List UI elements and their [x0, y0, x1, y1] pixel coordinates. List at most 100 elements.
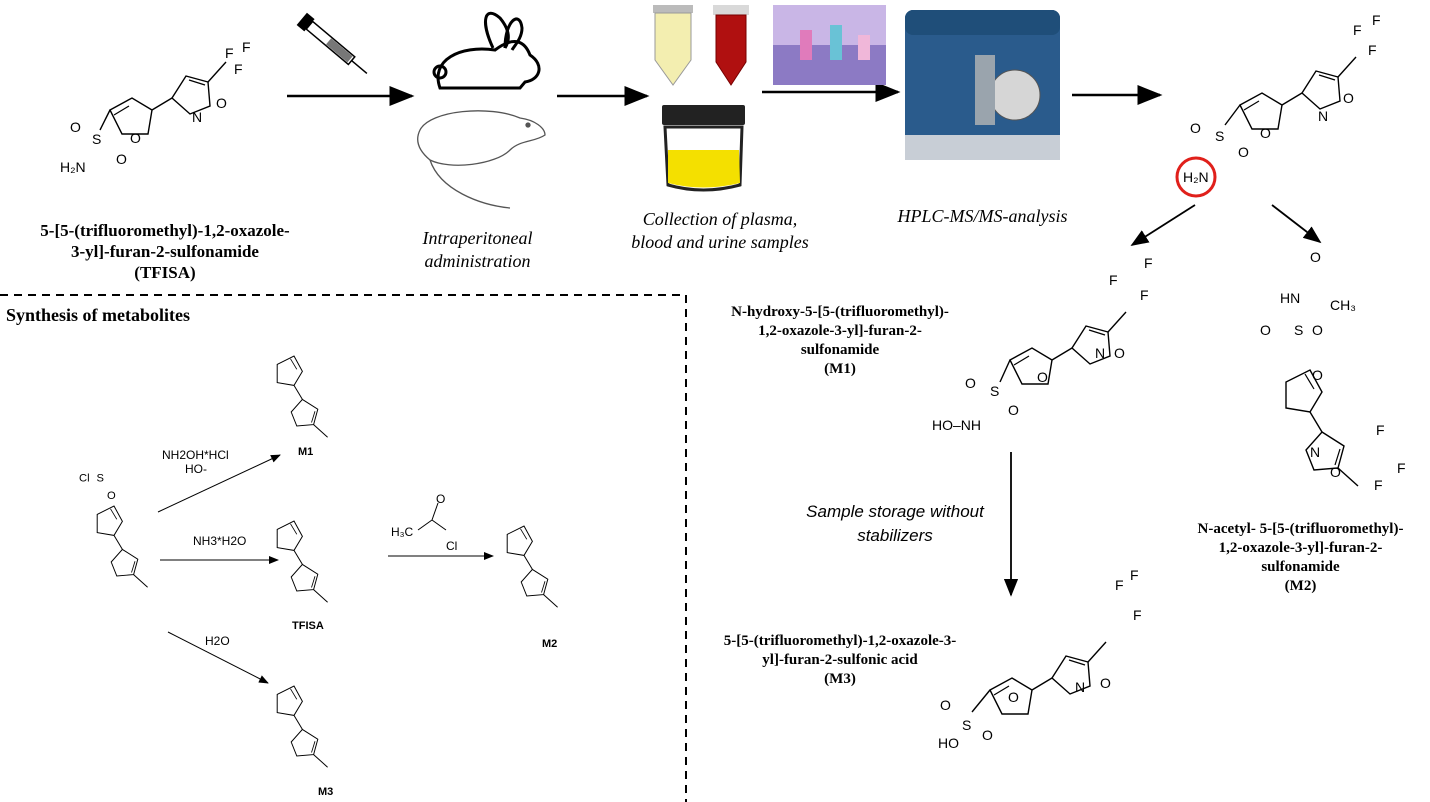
- reagent-nh3: NH3*H2O: [193, 534, 247, 548]
- svg-text:F: F: [1130, 567, 1139, 583]
- m3-name-line1: 5-[5-(trifluoromethyl)-1,2-oxazole-3-: [723, 633, 957, 649]
- svg-text:O: O: [1190, 120, 1201, 136]
- svg-text:O: O: [1343, 90, 1354, 106]
- svg-text:O: O: [1312, 322, 1323, 338]
- svg-text:O: O: [1008, 689, 1019, 705]
- m2-name-line2: 1,2-oxazole-3-yl]-furan-2-: [1218, 540, 1383, 556]
- svg-text:O: O: [1037, 369, 1048, 385]
- m2-name: N-acetyl- 5-[5-(trifluoromethyl)- 1,2-ox…: [1168, 520, 1430, 596]
- svg-text:H₃C: H₃C: [391, 525, 414, 539]
- svg-text:S: S: [1215, 128, 1224, 144]
- svg-text:F: F: [1144, 255, 1153, 271]
- svg-text:O: O: [216, 95, 227, 111]
- m3-name: 5-[5-(trifluoromethyl)-1,2-oxazole-3- yl…: [690, 632, 990, 689]
- storage-note-line2: stabilizers: [857, 526, 933, 545]
- m1-name-line2: 1,2-oxazole-3-yl]-furan-2-: [758, 323, 922, 339]
- m3-name-line2: yl]-furan-2-sulfonic acid: [762, 652, 918, 668]
- svg-text:O: O: [940, 697, 951, 713]
- tfisa-structure: F F F N O O S O O H₂N: [60, 39, 251, 175]
- step-administration: Intraperitoneal administration: [395, 227, 560, 273]
- synth-label-m2: M2: [542, 638, 558, 650]
- highlight-circle: [1175, 156, 1217, 198]
- synth-label-m1: M1: [298, 446, 314, 458]
- blood-tube-icon: [713, 5, 749, 86]
- m3-name-line3: (M3): [824, 671, 856, 687]
- synth-label-m3: M3: [318, 786, 334, 798]
- reagent-h2o: H2O: [205, 634, 230, 648]
- acetyl-chloride-structure: H₃C O Cl: [391, 492, 457, 553]
- svg-text:O: O: [436, 492, 445, 506]
- svg-text:F: F: [1376, 422, 1385, 438]
- svg-text:CH₃: CH₃: [1330, 297, 1356, 313]
- reagent-nh2oh: NH2OH*HCl: [162, 448, 229, 462]
- svg-text:O: O: [1238, 144, 1249, 160]
- rat-icon: [417, 110, 546, 209]
- m2-name-line1: N-acetyl- 5-[5-(trifluoromethyl)-: [1197, 521, 1404, 537]
- svg-text:S: S: [962, 717, 971, 733]
- svg-text:N: N: [192, 109, 202, 125]
- tfisa-name-line2: 3-yl]-furan-2-sulfonamide: [71, 242, 259, 261]
- step-administration-line2: administration: [424, 251, 531, 271]
- svg-text:HO: HO: [938, 735, 959, 751]
- svg-text:Cl: Cl: [446, 539, 457, 553]
- svg-text:O: O: [965, 375, 976, 391]
- m1-name-line3: sulfonamide: [800, 342, 880, 358]
- svg-text:F: F: [1109, 272, 1118, 288]
- m2-name-line3: sulfonamide: [1261, 559, 1340, 575]
- reagent-ho: HO-: [185, 462, 207, 476]
- svg-text:F: F: [1133, 607, 1142, 623]
- h2n-label: H₂N: [1183, 169, 1209, 185]
- svg-text:O: O: [1310, 249, 1321, 265]
- svg-text:HN: HN: [1280, 290, 1300, 306]
- svg-text:H₂N: H₂N: [60, 159, 86, 175]
- tfisa-right-structure: F F F N O O S O O: [1190, 12, 1381, 160]
- svg-text:F: F: [242, 39, 251, 55]
- tfisa-name: 5-[5-(trifluoromethyl)-1,2-oxazole- 3-yl…: [0, 220, 330, 283]
- storage-note: Sample storage without stabilizers: [780, 500, 1010, 548]
- tfisa-name-line1: 5-[5-(trifluoromethyl)-1,2-oxazole-: [40, 221, 290, 240]
- svg-text:HO–NH: HO–NH: [932, 417, 981, 433]
- m1-name: N-hydroxy-5-[5-(trifluoromethyl)- 1,2-ox…: [695, 303, 985, 379]
- svg-text:O: O: [1100, 675, 1111, 691]
- svg-text:O: O: [1260, 125, 1271, 141]
- svg-text:S: S: [92, 131, 101, 147]
- svg-text:F: F: [1368, 42, 1377, 58]
- svg-text:O: O: [1114, 345, 1125, 361]
- m1-structure: F F F N O O S O O HO–NH: [932, 255, 1153, 433]
- svg-text:N: N: [1310, 444, 1320, 460]
- svg-text:F: F: [1397, 460, 1406, 476]
- syringe-icon: [296, 12, 368, 75]
- rabbit-icon: [432, 11, 541, 90]
- svg-text:O: O: [1008, 402, 1019, 418]
- step-administration-line1: Intraperitoneal: [422, 228, 533, 248]
- m3-structure: F F F N O O S O O HO: [938, 567, 1142, 751]
- step-collection: Collection of plasma, blood and urine sa…: [605, 208, 835, 254]
- synth-label-tfisa: TFISA: [292, 620, 324, 632]
- svg-text:F: F: [225, 45, 234, 61]
- svg-text:F: F: [1374, 477, 1383, 493]
- svg-text:O: O: [116, 151, 127, 167]
- synth-m2-structure: [506, 525, 559, 608]
- svg-text:F: F: [1372, 12, 1381, 28]
- svg-text:F: F: [234, 61, 243, 77]
- svg-text:F: F: [1353, 22, 1362, 38]
- svg-text:O: O: [130, 130, 141, 146]
- sulfinyl-chloride-structure: Cl S O: [79, 473, 149, 588]
- m1-name-line4: (M1): [824, 361, 856, 377]
- plasma-tube-icon: [653, 5, 693, 86]
- svg-text:N: N: [1075, 679, 1085, 695]
- urine-cup-icon: [662, 105, 745, 192]
- step-collection-line2: blood and urine samples: [631, 232, 809, 252]
- synth-m1-structure: [276, 355, 329, 438]
- svg-text:N: N: [1318, 108, 1328, 124]
- svg-text:O: O: [1330, 464, 1341, 480]
- svg-text:S: S: [97, 473, 104, 485]
- svg-text:O: O: [70, 119, 81, 135]
- synthesis-title: Synthesis of metabolites: [6, 305, 190, 325]
- step-collection-line1: Collection of plasma,: [642, 209, 798, 229]
- svg-text:O: O: [982, 727, 993, 743]
- svg-text:O: O: [107, 490, 116, 502]
- lab-photo-icon: [773, 5, 886, 85]
- hplc-instrument-icon: [905, 10, 1060, 160]
